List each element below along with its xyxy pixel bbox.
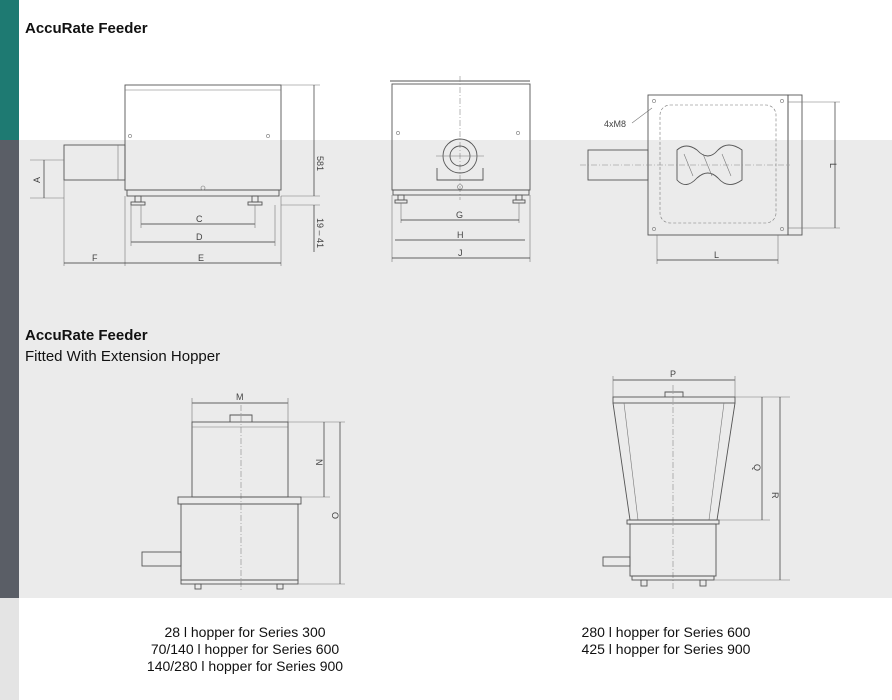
caption-left-line-1: 28 l hopper for Series 300	[164, 624, 326, 640]
page-title: AccuRate Feeder	[25, 20, 148, 37]
dim-label-c: C	[196, 214, 203, 224]
feeder-plan-view: 4xM8 L L	[580, 94, 840, 264]
dim-label-j: J	[458, 248, 463, 258]
top-background	[0, 0, 892, 140]
section-subtitle: Fitted With Extension Hopper	[25, 348, 221, 365]
dim-label-o: O	[330, 512, 340, 519]
caption-left: 28 l hopper for Series 300 70/140 l hopp…	[130, 624, 360, 675]
dim-label-f: F	[92, 253, 98, 263]
bolt-label: 4xM8	[604, 119, 626, 129]
dim-label-l-bottom: L	[714, 250, 719, 260]
feeder-side-view: C D E F A 581 19 – 41	[30, 84, 325, 266]
accent-bar-gray	[0, 140, 19, 598]
accent-bar-light	[0, 598, 19, 700]
dim-label-19-41: 19 – 41	[315, 218, 325, 248]
caption-left-line-2: 70/140 l hopper for Series 600	[150, 641, 340, 657]
caption-left-line-3: 140/280 l hopper for Series 900	[146, 658, 344, 674]
dim-label-e: E	[198, 253, 204, 263]
caption-right-line-2: 425 l hopper for Series 900	[581, 641, 751, 657]
middle-background	[0, 140, 892, 598]
dim-label-d: D	[196, 232, 203, 242]
accent-bar-teal	[0, 0, 19, 140]
feeder-front-view: G H J	[390, 76, 531, 262]
dim-label-g: G	[456, 210, 463, 220]
dim-label-n: N	[314, 459, 324, 466]
conical-hopper-view: P Q R	[602, 369, 790, 590]
caption-right-line-1: 280 l hopper for Series 600	[581, 624, 751, 640]
caption-right: 280 l hopper for Series 600 425 l hopper…	[555, 624, 777, 658]
dim-label-a: A	[32, 177, 42, 183]
section-title: AccuRate Feeder	[25, 327, 148, 344]
dim-label-m: M	[236, 392, 244, 402]
bottom-background	[0, 598, 892, 700]
dim-label-r: R	[770, 492, 780, 499]
cylindrical-hopper-view: M N O	[141, 392, 345, 590]
dim-label-q: Q	[752, 464, 762, 471]
dim-label-p: P	[670, 369, 676, 379]
dim-label-581: 581	[315, 156, 325, 171]
dim-label-h: H	[457, 230, 464, 240]
dim-label-l-side: L	[828, 163, 838, 168]
